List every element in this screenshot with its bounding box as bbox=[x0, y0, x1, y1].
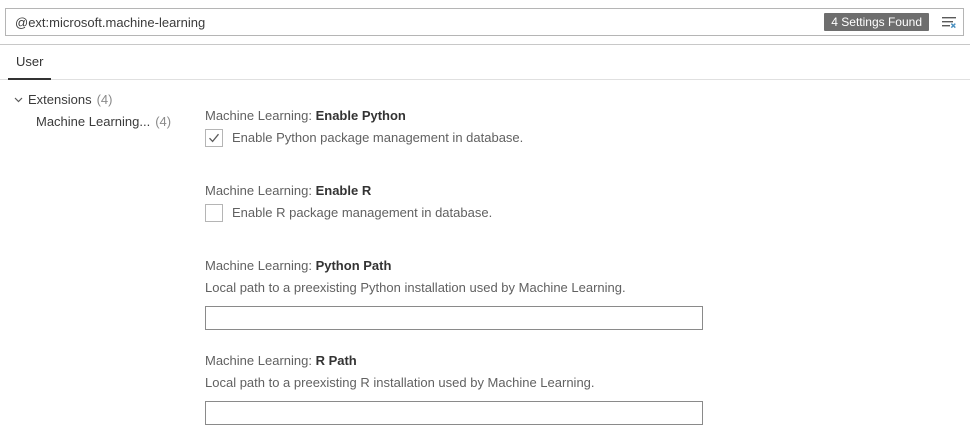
settings-tabs: User bbox=[0, 45, 970, 80]
setting-description-enable-r: Enable R package management in database. bbox=[232, 205, 493, 220]
setting-control-row-enable-python: Enable Python package management in data… bbox=[205, 129, 925, 147]
setting-row-r-path: Machine Learning: R Path Local path to a… bbox=[205, 352, 925, 425]
setting-key: Enable Python bbox=[315, 108, 406, 123]
checkmark-icon bbox=[209, 133, 220, 143]
setting-key: Python Path bbox=[315, 258, 392, 273]
setting-category: Machine Learning: bbox=[205, 183, 316, 198]
settings-search-container[interactable]: 4 Settings Found bbox=[5, 8, 964, 36]
input-python-path[interactable] bbox=[205, 306, 703, 330]
input-r-path[interactable] bbox=[205, 401, 703, 425]
setting-category: Machine Learning: bbox=[205, 108, 316, 123]
settings-found-badge: 4 Settings Found bbox=[824, 13, 929, 31]
setting-description-python-path: Local path to a preexisting Python insta… bbox=[205, 280, 626, 295]
toc-item-machine-learning-label: Machine Learning... bbox=[36, 113, 151, 129]
setting-control-row-enable-r: Enable R package management in database. bbox=[205, 204, 925, 222]
setting-category: Machine Learning: bbox=[205, 353, 316, 368]
setting-description-r-path: Local path to a preexisting R installati… bbox=[205, 375, 595, 390]
checkbox-enable-r[interactable] bbox=[205, 204, 223, 222]
settings-header: 4 Settings Found bbox=[0, 0, 970, 45]
search-input[interactable] bbox=[6, 9, 825, 35]
settings-toc: Extensions (4) Machine Learning... (4) bbox=[0, 88, 195, 436]
setting-row-enable-r: Machine Learning: Enable R Enable R pack… bbox=[205, 182, 925, 222]
setting-key: Enable R bbox=[315, 183, 372, 198]
setting-row-python-path: Machine Learning: Python Path Local path… bbox=[205, 257, 925, 330]
setting-category: Machine Learning: bbox=[205, 258, 316, 273]
toc-item-extensions[interactable]: Extensions (4) bbox=[0, 88, 195, 110]
setting-title-enable-r: Machine Learning: Enable R bbox=[205, 182, 925, 200]
setting-title-python-path: Machine Learning: Python Path bbox=[205, 257, 925, 275]
clear-settings-search-icon[interactable] bbox=[935, 9, 963, 35]
setting-description-enable-python: Enable Python package management in data… bbox=[232, 130, 524, 145]
toc-item-extensions-count: (4) bbox=[96, 91, 113, 107]
chevron-down-icon[interactable] bbox=[10, 91, 26, 107]
toc-item-machine-learning[interactable]: Machine Learning... (4) bbox=[0, 110, 195, 132]
setting-key: R Path bbox=[315, 353, 357, 368]
toc-item-extensions-label: Extensions bbox=[28, 91, 92, 107]
tab-user[interactable]: User bbox=[8, 45, 52, 80]
checkbox-enable-python[interactable] bbox=[205, 129, 223, 147]
setting-title-r-path: Machine Learning: R Path bbox=[205, 352, 925, 370]
tabs-underline bbox=[0, 79, 970, 80]
settings-list: Machine Learning: Enable Python Enable P… bbox=[195, 88, 970, 436]
setting-row-enable-python: Machine Learning: Enable Python Enable P… bbox=[205, 107, 925, 147]
toc-item-machine-learning-count: (4) bbox=[155, 113, 172, 129]
setting-title-enable-python: Machine Learning: Enable Python bbox=[205, 107, 925, 125]
